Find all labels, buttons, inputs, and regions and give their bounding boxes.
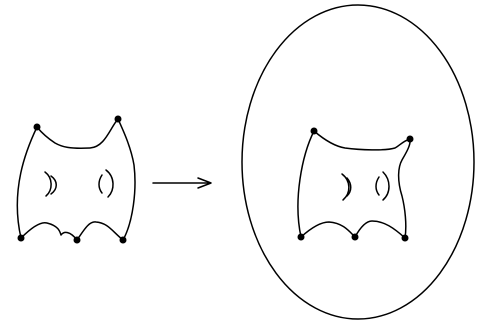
- left-surface-handle-2-upper-arc: [99, 175, 102, 193]
- left-surface-handle-1-lower-arc: [45, 172, 51, 196]
- left-surface-point-bottom-right: [120, 237, 127, 244]
- map-arrow: [153, 178, 211, 188]
- enclosing-oval: [242, 5, 474, 319]
- left-surface-outline: [17, 119, 135, 240]
- right-surface-handle-2-upper-arc: [376, 177, 379, 195]
- right-surface: [298, 128, 414, 242]
- left-surface-point-bottom-left: [18, 235, 25, 242]
- left-surface-point-bottom-middle: [74, 237, 81, 244]
- left-surface-point-top-right: [115, 116, 122, 123]
- left-surface: [17, 116, 135, 244]
- right-surface-point-top-left: [311, 128, 318, 135]
- right-surface-point-top-right: [407, 136, 414, 143]
- right-surface-outline: [298, 131, 410, 238]
- right-surface-handle-2-lower-arc: [383, 172, 389, 200]
- right-surface-point-bottom-left: [298, 234, 305, 241]
- right-surface-point-bottom-middle: [352, 234, 359, 241]
- left-surface-point-top-left: [34, 124, 41, 131]
- right-surface-point-bottom-right: [402, 235, 409, 242]
- left-surface-handle-2-lower-arc: [106, 170, 113, 197]
